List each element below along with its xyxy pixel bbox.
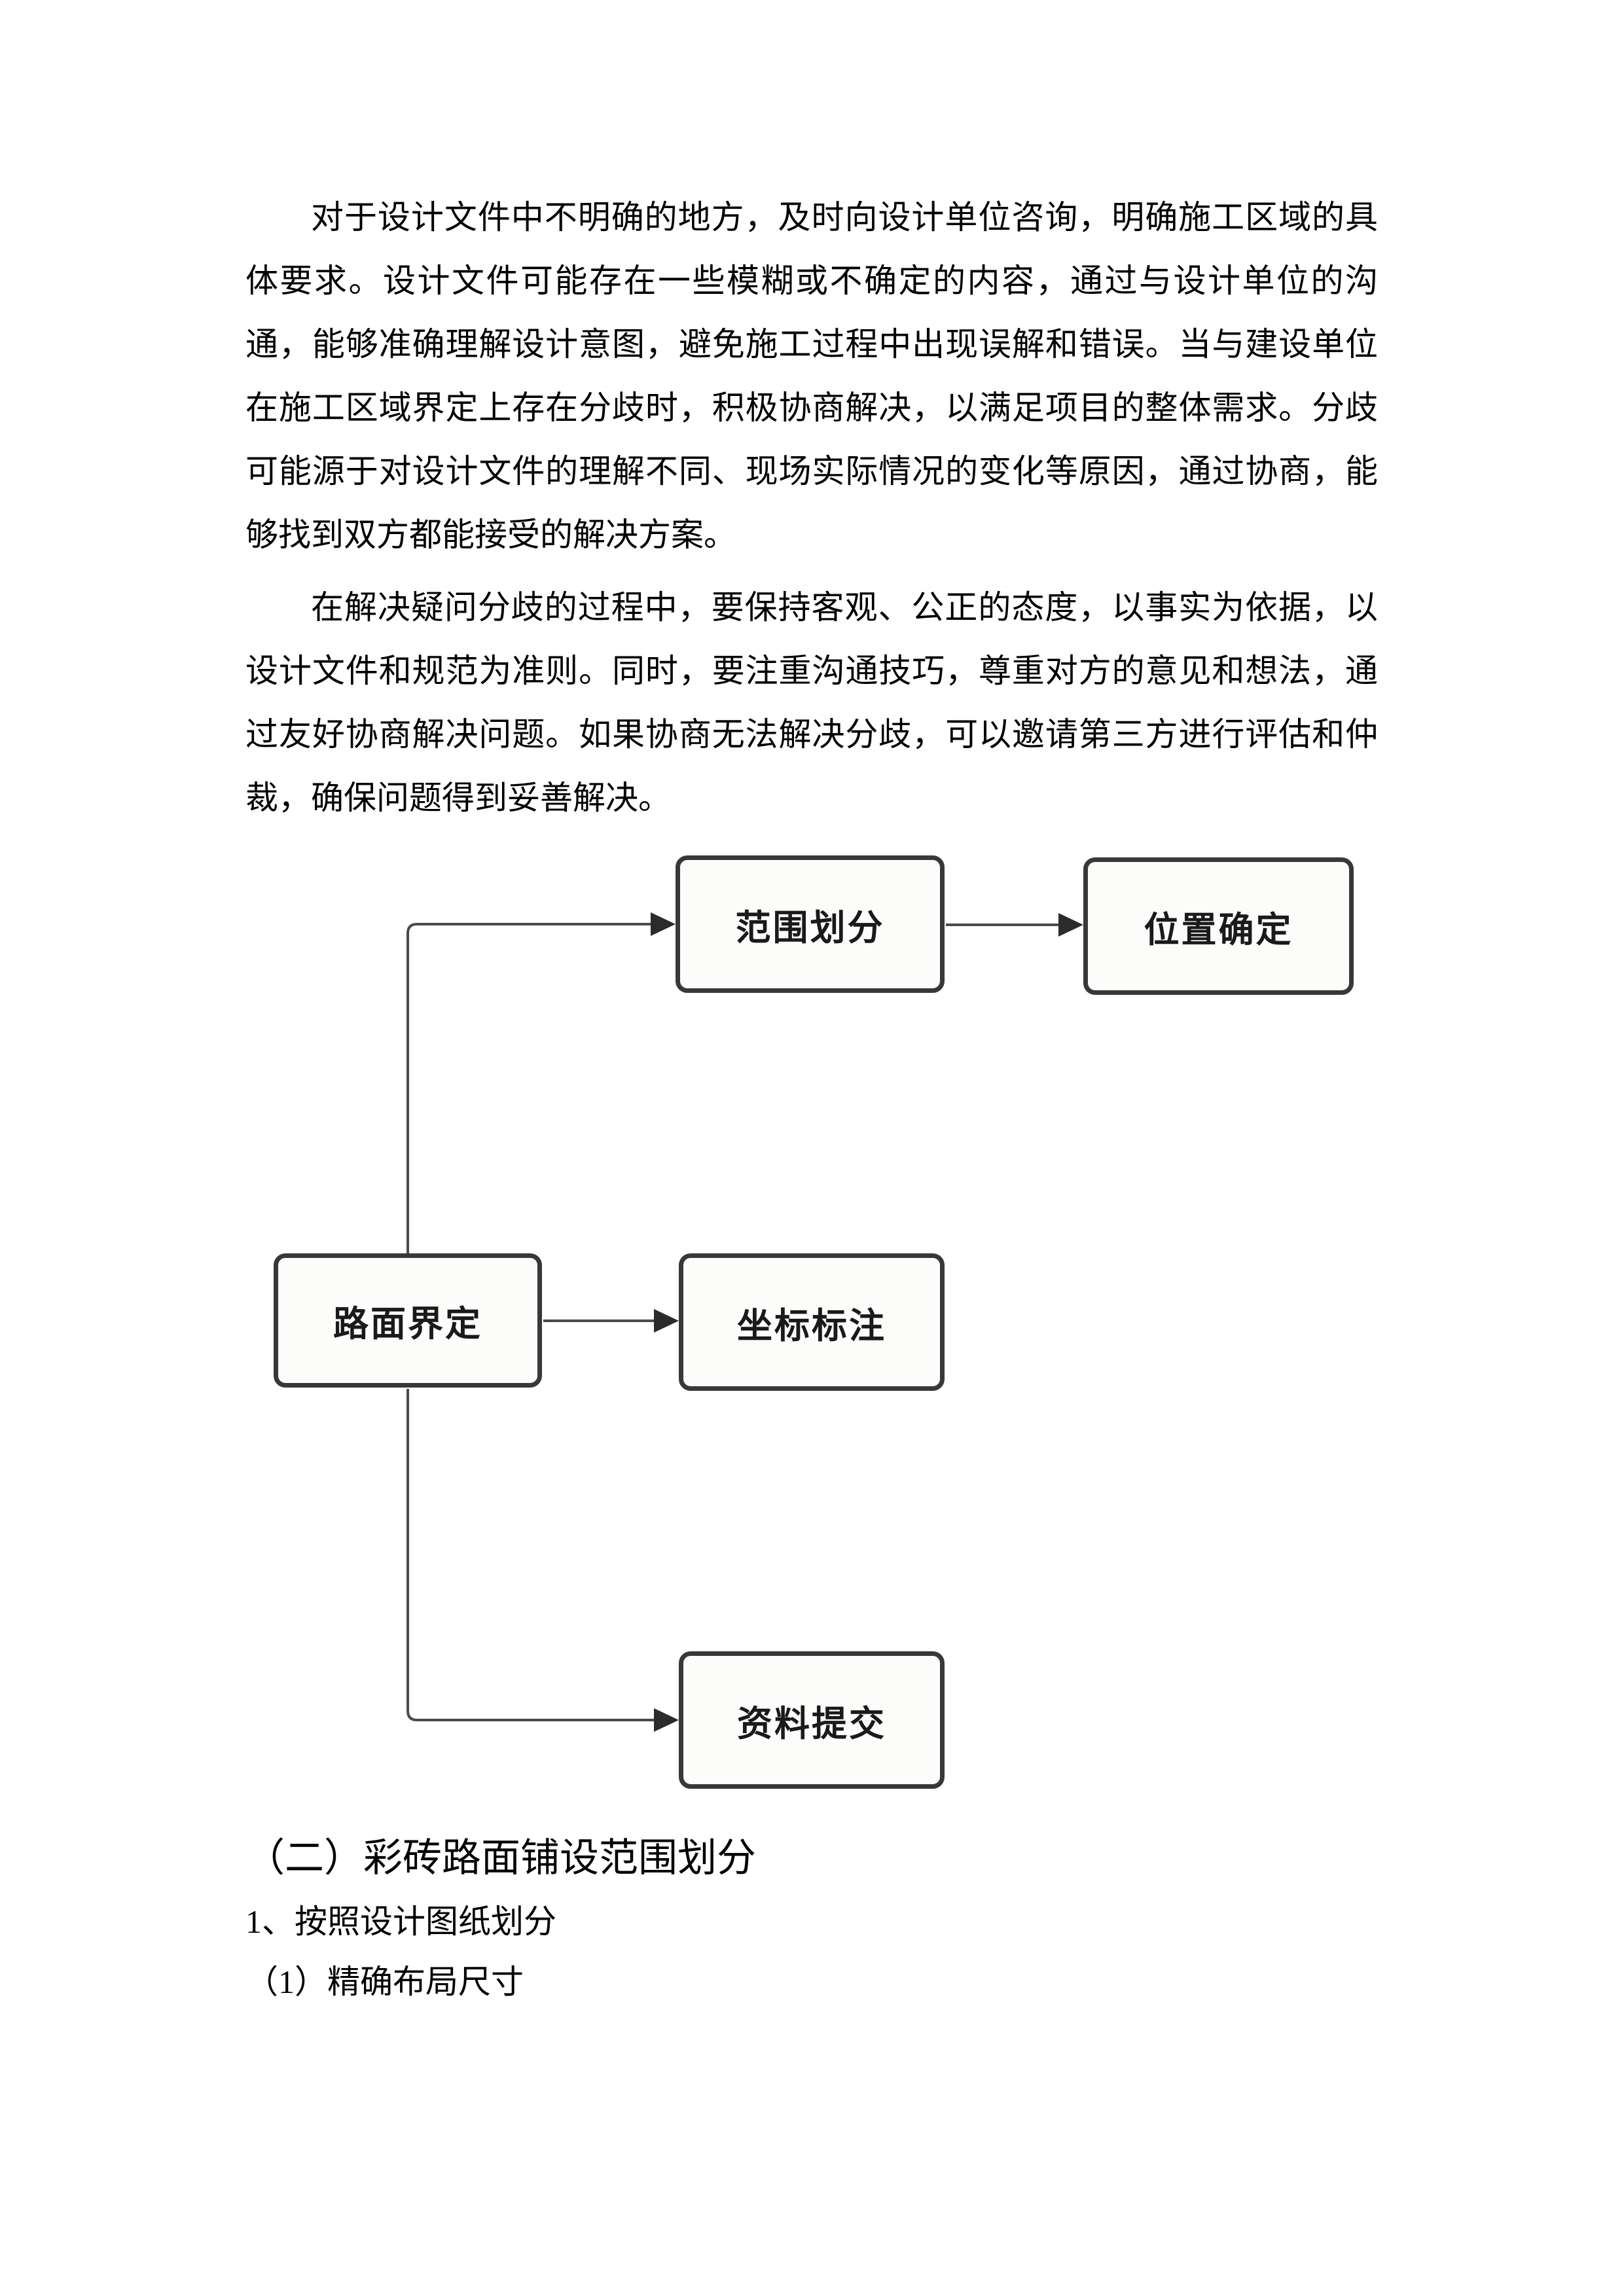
list-item-level1: 1、按照设计图纸划分 bbox=[245, 1903, 556, 1940]
flowchart-node-position-determination: 位置确定 bbox=[1083, 857, 1354, 995]
list-item-level2: （1）精确布局尺寸 bbox=[245, 1964, 524, 2000]
edge-lumian-to-fanwei bbox=[406, 923, 652, 1253]
node-label: 位置确定 bbox=[1144, 910, 1293, 950]
node-label: 资料提交 bbox=[737, 1704, 886, 1744]
paragraph-block: 对于设计文件中不明确的地方，及时向设计单位咨询，明确施工区域的具体要求。设计文件… bbox=[245, 186, 1378, 830]
paragraph-2: 在解决疑问分歧的过程中，要保持客观、公正的态度，以事实为依据，以设计文件和规范为… bbox=[245, 589, 1378, 816]
node-label: 范围划分 bbox=[735, 908, 885, 948]
node-label: 坐标标注 bbox=[737, 1306, 886, 1346]
flowchart-node-coordinate-annotation: 坐标标注 bbox=[679, 1253, 945, 1391]
section-heading: （二）彩砖路面铺设范围划分 bbox=[245, 1837, 756, 1880]
flowchart-node-range-division: 范围划分 bbox=[676, 855, 945, 993]
flowchart-node-pavement-delimitation: 路面界定 bbox=[274, 1253, 542, 1388]
arrowhead-ziliao bbox=[654, 1708, 679, 1732]
node-label: 路面界定 bbox=[333, 1304, 482, 1344]
paragraph-1: 对于设计文件中不明确的地方，及时向设计单位咨询，明确施工区域的具体要求。设计文件… bbox=[245, 199, 1378, 553]
arrowhead-fanwei bbox=[651, 912, 676, 936]
flowchart-node-data-submission: 资料提交 bbox=[679, 1651, 945, 1789]
arrowhead-weizhi bbox=[1058, 913, 1083, 937]
arrowhead-zuobiao bbox=[654, 1309, 679, 1333]
edge-lumian-to-ziliao bbox=[406, 1389, 655, 1721]
